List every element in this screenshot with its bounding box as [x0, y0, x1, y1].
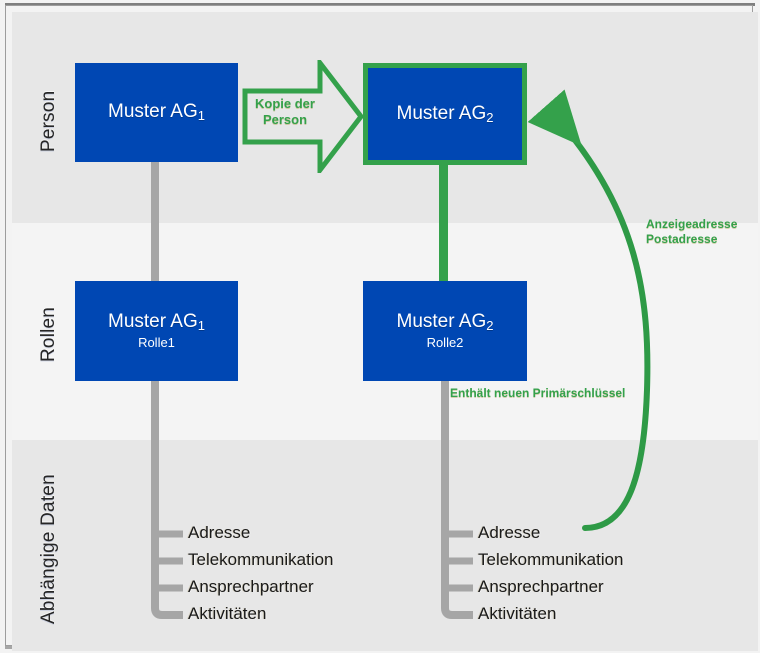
entity-box-person-1[interactable]: Muster AG1	[75, 63, 238, 162]
list-item: Ansprechpartner	[478, 577, 604, 596]
entity-index: 2	[486, 109, 494, 125]
entity-subtitle: Rolle1	[138, 335, 175, 350]
entity-index: 1	[197, 318, 205, 333]
note-enthaelt-neuen-primaerschluessel: Enthält neuen Primärschlüssel	[450, 386, 626, 400]
connector-person1-rolle1	[151, 160, 159, 285]
list-item: Aktivitäten	[188, 604, 267, 623]
list-item: Adresse	[188, 523, 251, 542]
feedback-arrow-anzeigeadresse	[527, 89, 651, 531]
entity-box-rolle-1[interactable]: Muster AG1 Rolle1	[75, 281, 238, 381]
entity-index: 1	[197, 108, 205, 123]
band-label-rollen: Rollen	[38, 306, 59, 362]
entity-box-person-2-highlighted[interactable]: Muster AG2	[363, 63, 527, 165]
band-label-abhaengige-daten: Abhängige Daten	[38, 474, 59, 624]
entity-index: 2	[486, 318, 494, 333]
entity-title: Muster AG2	[396, 102, 494, 125]
kopie-der-person-label: Kopie der Person	[255, 96, 315, 127]
kopie-der-person-arrow-icon	[242, 60, 364, 173]
entity-box-rolle-2[interactable]: Muster AG2 Rolle2	[363, 281, 527, 381]
list-item: Aktivitäten	[478, 604, 557, 623]
entity-title: Muster AG2	[396, 311, 494, 333]
connector-person2-rolle2-green	[439, 163, 448, 284]
entity-subtitle: Rolle2	[426, 335, 464, 350]
note-anzeigeadresse: Anzeigeadresse Postadresse	[646, 217, 738, 246]
dependency-tree-right	[441, 370, 473, 619]
entity-title: Muster AG1	[108, 101, 205, 123]
list-item: Telekommunikation	[188, 550, 334, 569]
entity-title: Muster AG1	[108, 311, 205, 333]
band-label-person: Person	[38, 90, 59, 152]
list-item: Adresse	[478, 523, 541, 542]
list-item: Telekommunikation	[478, 550, 624, 569]
dependency-tree-left	[151, 370, 183, 619]
list-item: Ansprechpartner	[188, 577, 314, 596]
frame-top-rule	[5, 3, 755, 6]
